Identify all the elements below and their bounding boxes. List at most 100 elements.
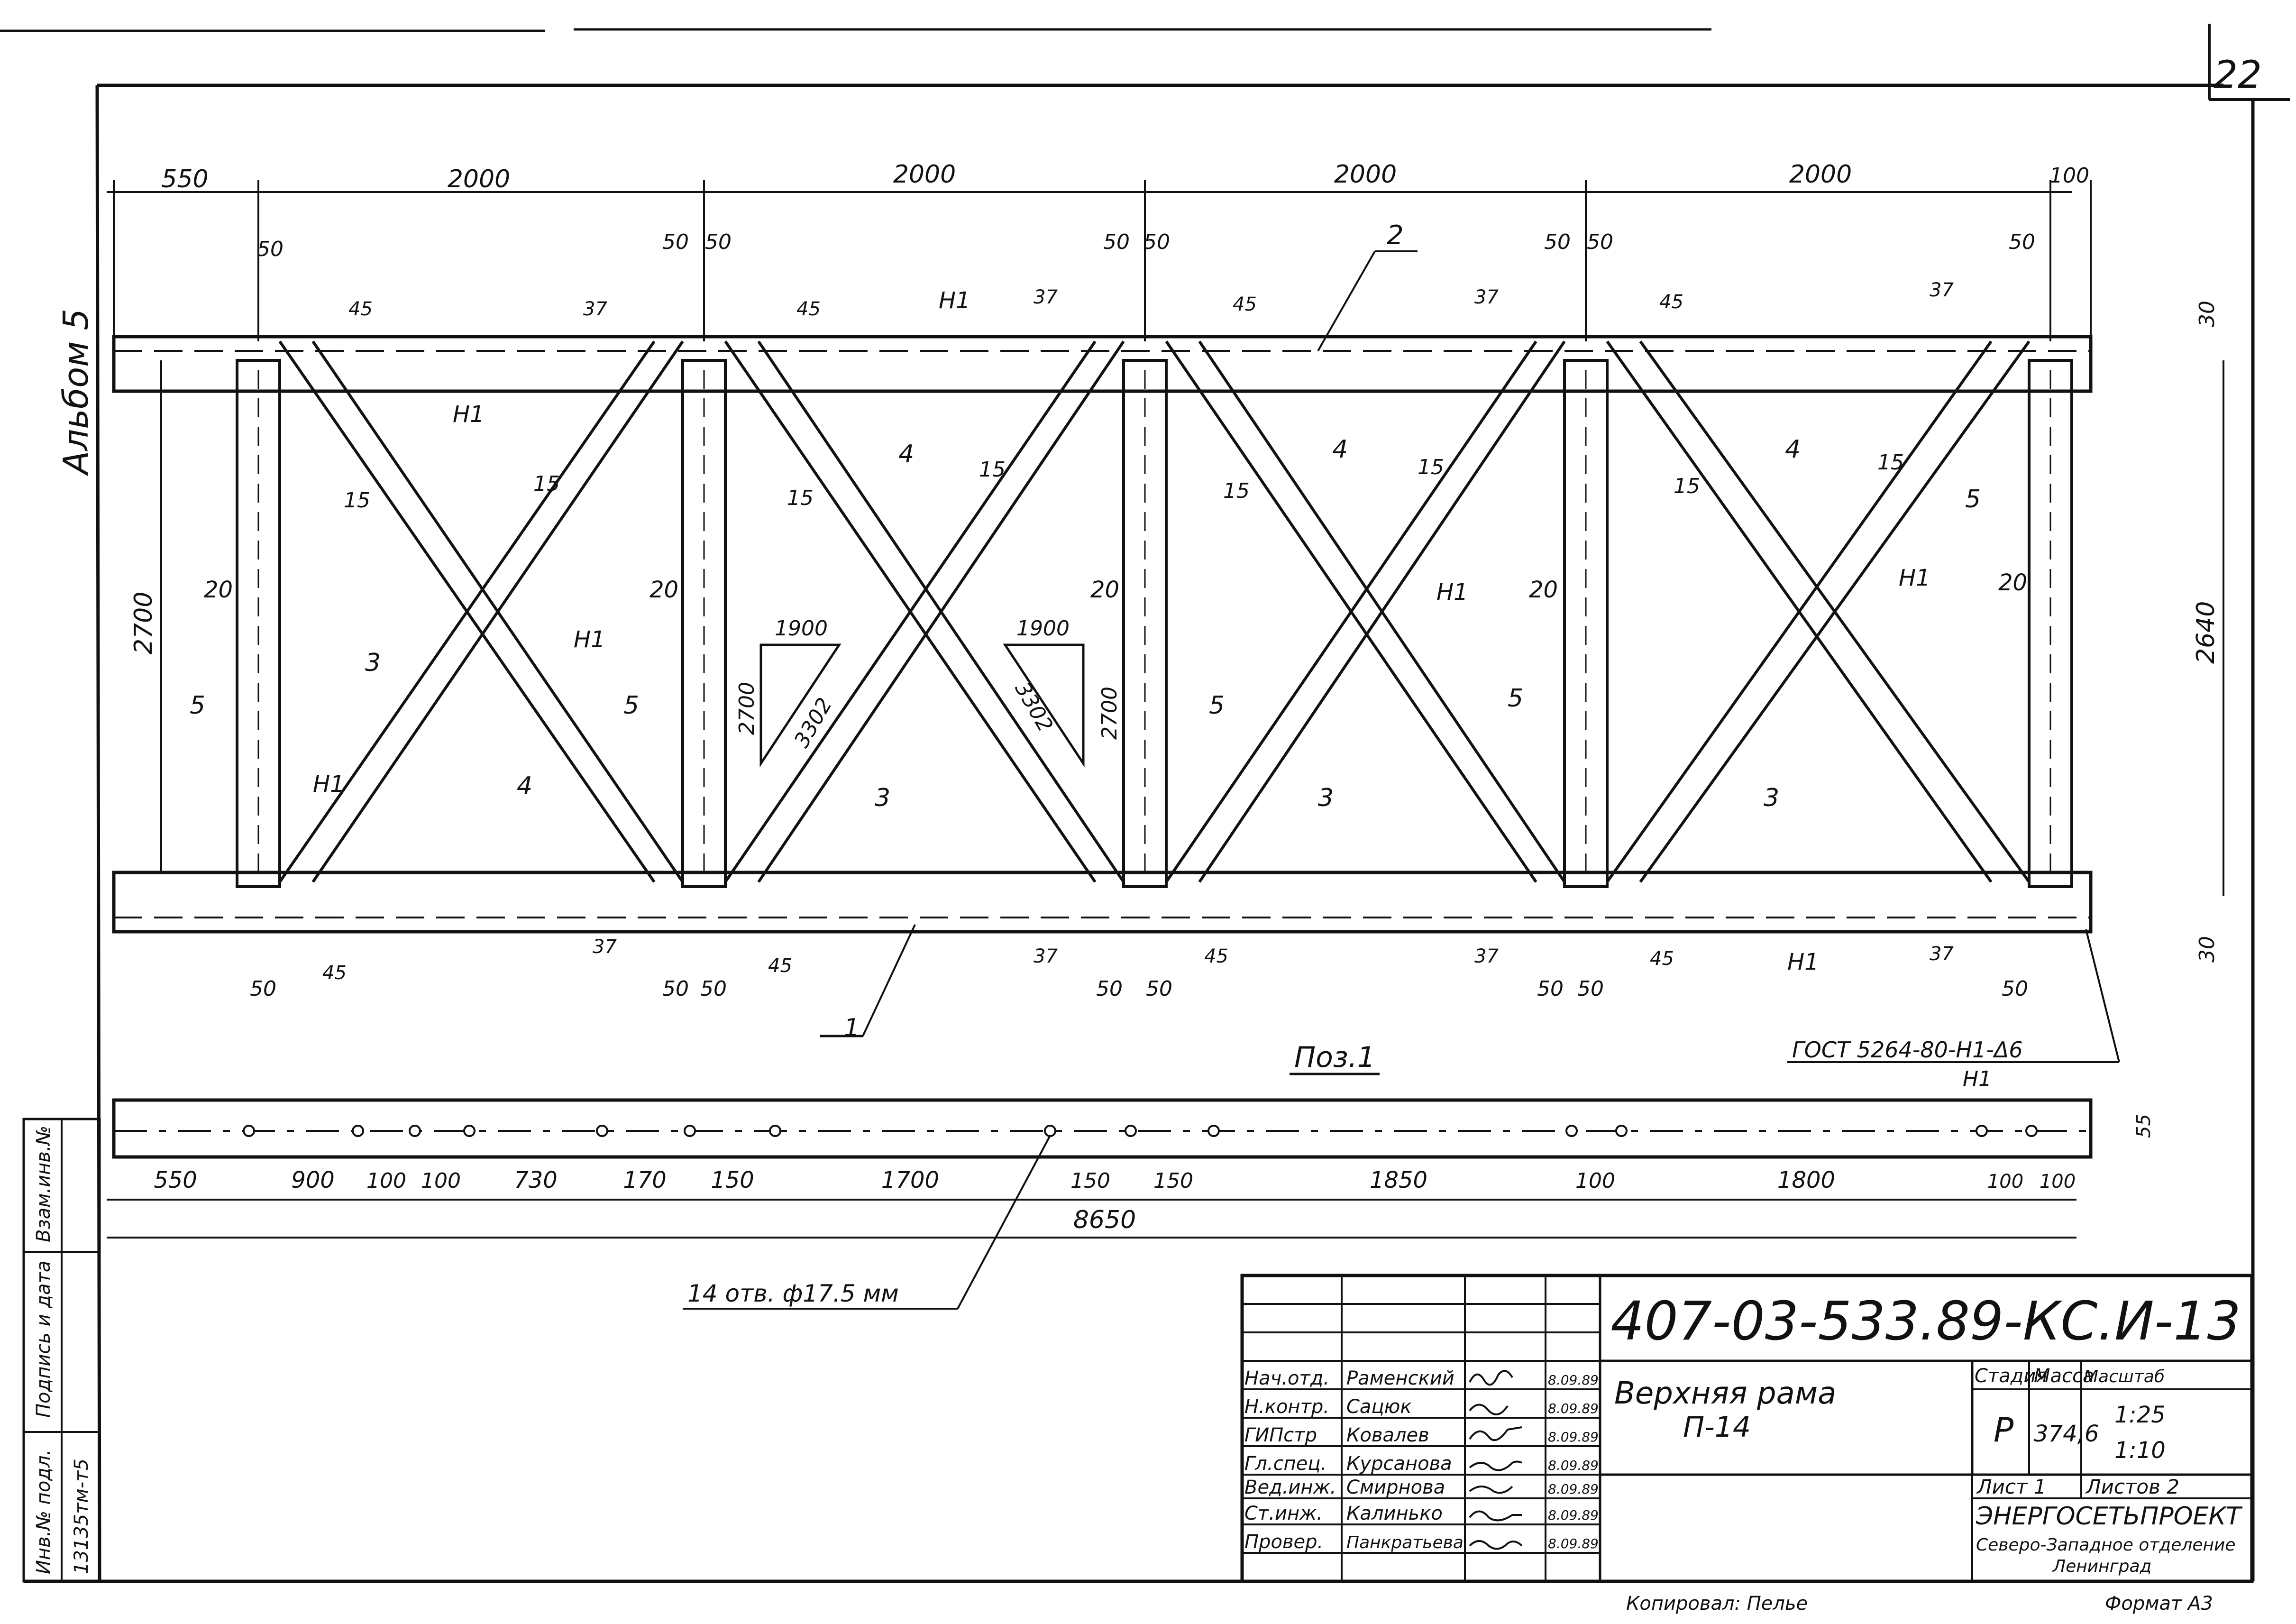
weld-45-e: 45 [322, 962, 347, 984]
name-4: Смирнова [1346, 1477, 1445, 1498]
strip-dim-5: 170 [623, 1167, 667, 1193]
weld-45-c: 45 [1233, 294, 1257, 315]
top-dim-4: 2000 [1789, 160, 1852, 189]
scale-2: 1:10 [2114, 1437, 2166, 1464]
weld-n1-a: Н1 [453, 401, 485, 428]
date-4: 8.09.89 [1548, 1481, 1599, 1497]
weld-45-a: 45 [348, 298, 373, 320]
pos4-label-d: 4 [1785, 435, 1801, 464]
signatures [1469, 1370, 1523, 1550]
pos3-label-b: 3 [875, 784, 890, 812]
top-dim-1: 2000 [448, 165, 510, 193]
title-1: Верхняя рама [1614, 1376, 1836, 1411]
dim50-bot-a: 50 [250, 977, 276, 1001]
strip-dim-7: 1700 [881, 1167, 939, 1193]
role-4: Вед.инж. [1244, 1477, 1336, 1498]
weld-37-b: 37 [1034, 286, 1058, 308]
name-6: Панкратьева [1346, 1533, 1464, 1552]
poz-label: Поз.1 [1294, 1041, 1375, 1074]
weld-37-h: 37 [1930, 943, 1954, 965]
top-dim-3: 2000 [1334, 160, 1397, 189]
strip-dim-4: 730 [514, 1167, 558, 1193]
strip-dim-1: 900 [291, 1167, 335, 1193]
chord-detail: 550 900 100 100 730 170 150 1700 150 150… [107, 1098, 2155, 1310]
weld-n1-f: Н1 [313, 771, 345, 798]
tag15-f: 15 [1418, 455, 1444, 479]
tag20-e: 20 [1998, 569, 2027, 596]
date-2: 8.09.89 [1548, 1429, 1599, 1445]
strip-dim-3: 100 [421, 1169, 461, 1193]
weld-37-g: 37 [1474, 945, 1499, 967]
dim50-bot-d: 50 [1096, 977, 1123, 1001]
role-3: Гл.спец. [1244, 1453, 1326, 1475]
inv-number: 13135тм-т5 [71, 1459, 92, 1574]
dim50-c: 50 [705, 230, 732, 254]
strip-dim-11: 100 [1575, 1169, 1615, 1193]
strip-dim-6: 150 [711, 1167, 754, 1193]
weld-45-b: 45 [796, 298, 821, 320]
sheets-label: Листов 2 [2085, 1475, 2179, 1498]
tri-a-hyp: 3302 [789, 694, 837, 752]
stage-header: Стадия [1975, 1365, 2047, 1387]
mass-header: Масса [2034, 1365, 2095, 1387]
org-city: Ленинград [2052, 1557, 2151, 1576]
pos3-label-d: 3 [1764, 784, 1779, 812]
tag15-g: 15 [1674, 474, 1700, 498]
bolt-holes [243, 1125, 2038, 1137]
dim50-e: 50 [1143, 230, 1170, 254]
gost-line-2: Н1 [1963, 1067, 1992, 1091]
tag20-a: 20 [204, 577, 233, 603]
date-3: 8.09.89 [1548, 1458, 1599, 1473]
strip-dim-8: 150 [1070, 1169, 1110, 1193]
scale-1: 1:25 [2114, 1402, 2166, 1428]
tag15-b: 15 [533, 472, 560, 496]
tag20-d: 20 [1529, 577, 1558, 603]
name-2: Ковалев [1346, 1424, 1429, 1446]
tag15-h: 15 [1877, 450, 1904, 475]
weld-37-c: 37 [1474, 286, 1499, 308]
weld-37-d: 37 [1930, 279, 1954, 301]
pos4-label-a: 4 [517, 772, 532, 800]
name-5: Калинько [1346, 1503, 1443, 1524]
weld-n1-b: Н1 [939, 287, 970, 314]
dim50-d: 50 [1103, 230, 1130, 254]
top-dim-5: 100 [2049, 164, 2089, 188]
role-2: ГИПстр [1244, 1424, 1317, 1446]
pos1-label: 1 [844, 1014, 860, 1042]
gost-line-1: ГОСТ 5264-80-Н1-Δ6 [1792, 1037, 2023, 1063]
bottom-chord [112, 871, 2093, 934]
strip-dim-10: 1850 [1370, 1167, 1427, 1193]
inv-label-3: Инв.№ подл. [33, 1450, 55, 1574]
pos5-label-a: 5 [190, 691, 205, 720]
name-1: Сацюк [1346, 1396, 1412, 1418]
tri-b-rise: 2700 [1098, 687, 1122, 740]
hole-offset: 55 [2133, 1114, 2155, 1138]
tag20-b: 20 [649, 577, 678, 603]
tri-a-rise: 2700 [735, 682, 759, 735]
dim50-bot-c: 50 [700, 977, 727, 1001]
pos5-label-b: 5 [623, 691, 639, 720]
inv-label-1: Взам.инв.№ [33, 1126, 55, 1242]
weld-37-e: 37 [593, 936, 617, 958]
slope-triangle-b [1003, 643, 1085, 768]
weld-n1-e: Н1 [1899, 565, 1930, 591]
strip-dim-0: 550 [154, 1167, 197, 1193]
top-dim-0: 550 [161, 165, 208, 193]
doc-code: 407-03-533.89-КС.И-13 [1610, 1291, 2241, 1352]
sheet-label: Лист 1 [1976, 1475, 2047, 1498]
right-dim-bottom: 30 [2195, 936, 2219, 963]
title-block: Нач.отд. Раменский 8.09.89 Н.контр. Сацю… [1240, 1274, 2254, 1583]
role-6: Провер. [1244, 1531, 1323, 1553]
tri-b-run: 1900 [1016, 616, 1070, 641]
weld-37-f: 37 [1034, 945, 1058, 967]
weld-45-h: 45 [1650, 948, 1674, 970]
holes-note: 14 отв. ф17.5 мм [687, 1280, 899, 1307]
pos2-label: 2 [1387, 220, 1404, 251]
pos3-label-a: 3 [365, 649, 381, 677]
pos3-label-c: 3 [1318, 784, 1334, 812]
tag15-c: 15 [787, 486, 814, 510]
org-name: ЭНЕРГОСЕТЬПРОЕКТ [1976, 1502, 2243, 1531]
org-branch: Северо-Западное отделение [1976, 1535, 2236, 1555]
format-label: Формат А3 [2105, 1593, 2213, 1615]
weld-37-a: 37 [583, 298, 607, 320]
